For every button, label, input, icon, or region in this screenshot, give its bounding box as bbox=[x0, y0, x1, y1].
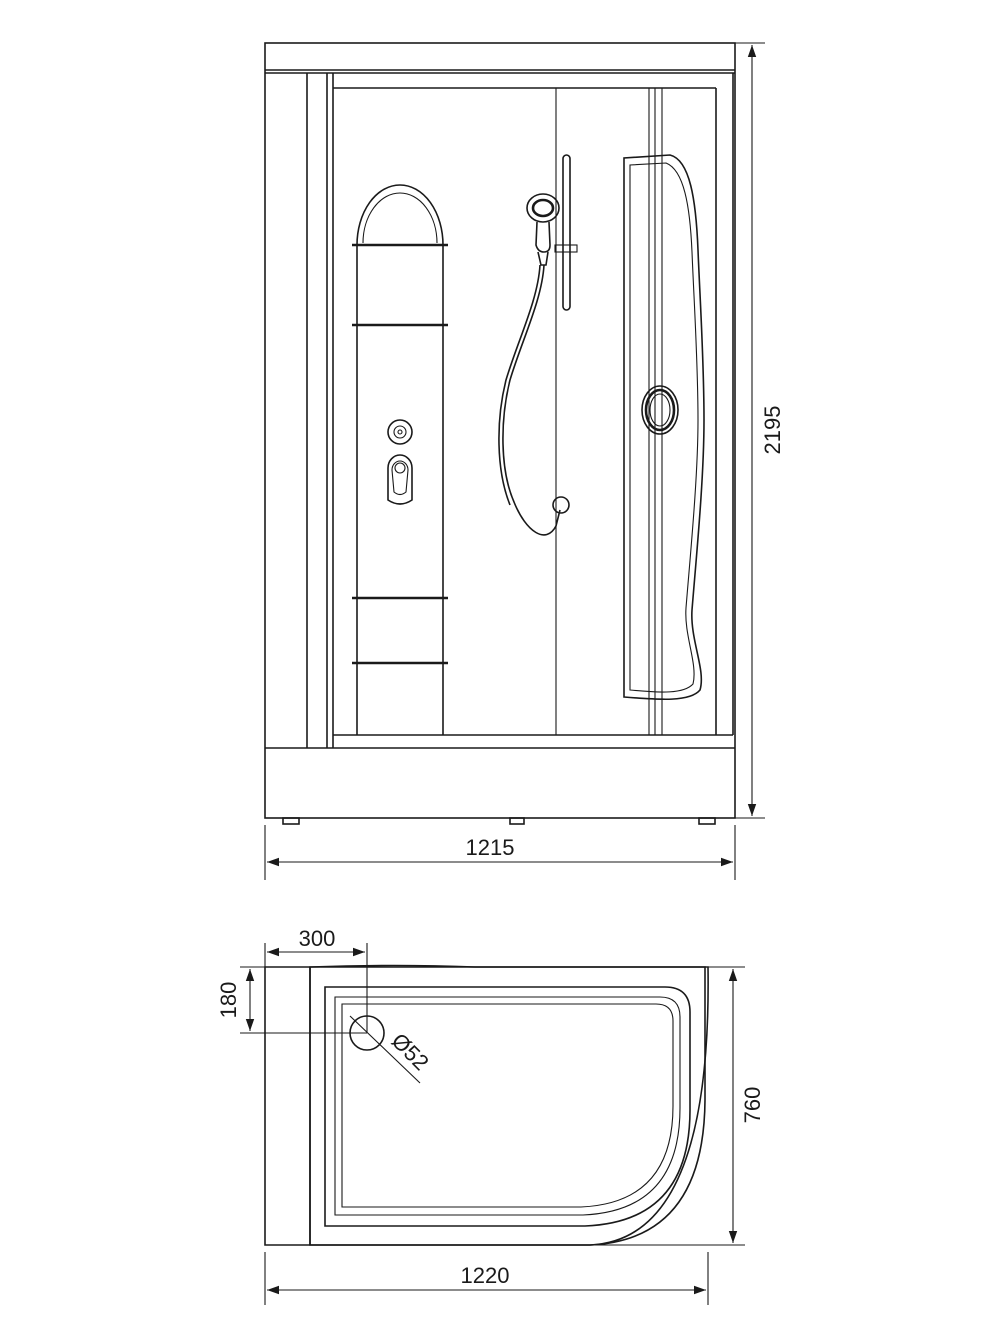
foot-left bbox=[282, 817, 300, 825]
tray-width-label: 1220 bbox=[461, 1263, 510, 1288]
width-label: 1215 bbox=[466, 835, 515, 860]
width-dimension: 1215 bbox=[264, 825, 736, 880]
shower-set bbox=[498, 154, 578, 536]
left-side-panel bbox=[306, 73, 334, 748]
drain-y-label: 180 bbox=[216, 982, 241, 1019]
shower-hose bbox=[502, 264, 561, 536]
hose-holder-icon bbox=[552, 496, 570, 514]
tray-basin bbox=[334, 996, 681, 1216]
cabin-outer-frame bbox=[264, 42, 736, 819]
drain-x-dimension: 300 bbox=[264, 926, 368, 1033]
massage-panel bbox=[623, 154, 705, 701]
depth-dimension: 760 bbox=[590, 966, 765, 1246]
mixer-handle-icon bbox=[387, 454, 413, 505]
drain-diameter-label: Ø52 bbox=[387, 1028, 434, 1075]
drain-x-label: 300 bbox=[299, 926, 336, 951]
foot-center bbox=[509, 817, 525, 825]
glass-area bbox=[333, 73, 734, 735]
tray-plan-view: 300 180 Ø52 760 1220 bbox=[216, 926, 765, 1305]
slide-rail bbox=[562, 154, 571, 311]
height-dimension: 2195 bbox=[735, 42, 785, 819]
control-knob-icon bbox=[387, 419, 413, 445]
tray-rim bbox=[324, 986, 691, 1227]
tray-outline bbox=[264, 966, 706, 1246]
shower-head-icon bbox=[526, 193, 560, 266]
drain-y-dimension: 180 bbox=[216, 966, 367, 1034]
back-column bbox=[352, 184, 448, 735]
height-label: 2195 bbox=[760, 406, 785, 455]
shower-tray-base bbox=[265, 734, 735, 825]
depth-label: 760 bbox=[740, 1087, 765, 1124]
massage-jet-icon bbox=[641, 385, 679, 435]
foot-right bbox=[698, 817, 716, 825]
front-view: 2195 1215 bbox=[264, 42, 785, 880]
tray-apron-inner bbox=[309, 964, 709, 1246]
tray-width-dimension: 1220 bbox=[264, 1252, 709, 1305]
